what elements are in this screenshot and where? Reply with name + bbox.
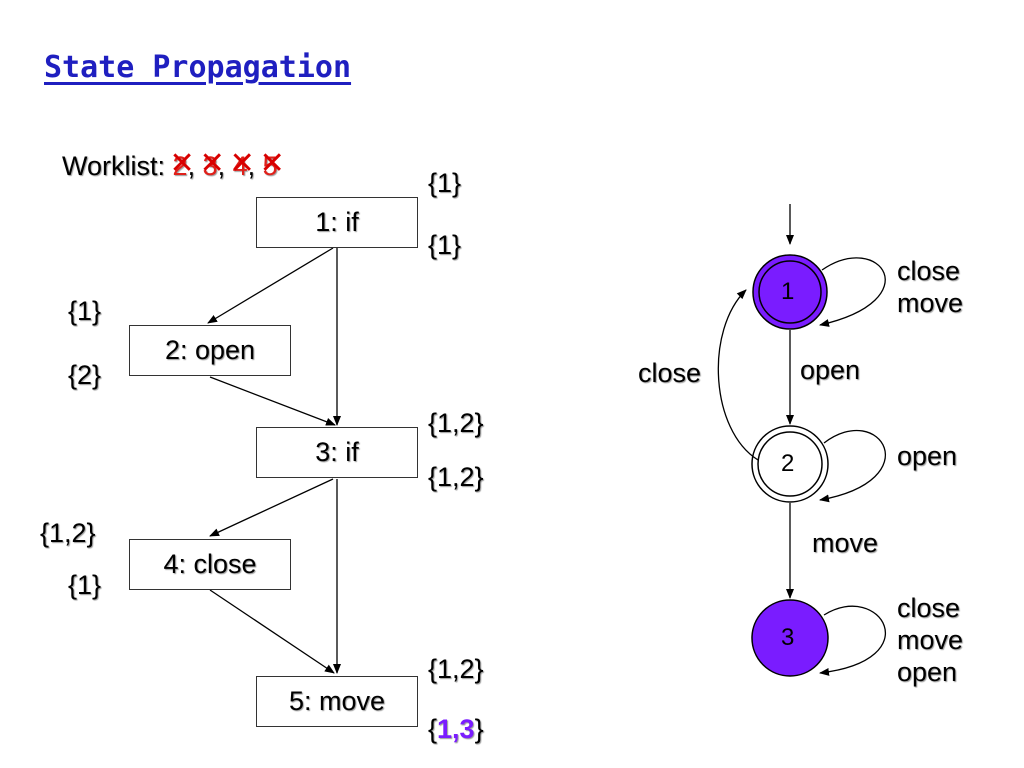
cfg-node-2: 2: open — [129, 325, 291, 376]
cfg-node-4-out: {1} — [68, 570, 102, 600]
fsm-loop-1 — [819, 257, 886, 327]
fsm-loop-3-label-open: open — [897, 657, 958, 687]
cross-out-icon: ✕ — [259, 147, 285, 180]
fsm-state-3 — [751, 599, 829, 677]
worklist-item-4: 4✕ — [229, 147, 255, 181]
cfg-node-3-in: {1,2} — [428, 408, 484, 438]
cfg-node-4-in: {1,2} — [40, 518, 96, 548]
worklist-item-2: 2✕ — [169, 147, 195, 181]
worklist-item-5: 5✕ — [259, 147, 285, 181]
cfg-node-3: 3: if — [256, 427, 418, 478]
cfg-node-1: 1: if — [256, 197, 418, 248]
cfg-node-5: 5: move — [256, 676, 418, 727]
highlighted-state-set: 1,3 — [437, 714, 475, 744]
fsm-edge-1-2-label: open — [800, 355, 861, 385]
fsm-state-3-label: 3 — [781, 624, 795, 651]
cfg-edge-4-5 — [209, 589, 335, 674]
cfg-edge-2-3 — [209, 376, 336, 426]
fsm-loop-2-label-open: open — [897, 441, 958, 471]
fsm-edge-2-3-label: move — [812, 528, 879, 558]
cfg-node-5-out: {1,3} — [428, 714, 484, 744]
fsm-loop-2 — [819, 430, 886, 503]
cfg-edge-3-4 — [209, 478, 334, 537]
cfg-node-3-out: {1,2} — [428, 462, 484, 492]
cfg-node-4: 4: close — [129, 539, 291, 590]
cross-out-icon: ✕ — [199, 147, 225, 180]
fsm-edge-2-1-label: close — [638, 358, 702, 388]
cfg-node-5-in: {1,2} — [428, 654, 484, 684]
worklist: Worklist: 2✕, 3✕, 4✕, 5✕ — [62, 147, 285, 181]
fsm-state-1-label: 1 — [781, 278, 795, 305]
fsm-loop-1-label-move: move — [897, 288, 964, 318]
cfg-node-1-out: {1} — [428, 230, 462, 260]
cfg-node-2-in: {1} — [68, 296, 102, 326]
fsm-state-2-label: 2 — [781, 450, 795, 477]
fsm-loop-3-label-close: close — [897, 593, 961, 623]
cfg-node-2-out: {2} — [68, 360, 102, 390]
fsm-state-2-inner — [757, 431, 823, 497]
cross-out-icon: ✕ — [229, 147, 255, 180]
cross-out-icon: ✕ — [169, 147, 195, 180]
cfg-node-1-in: {1} — [428, 168, 462, 198]
worklist-label: Worklist: — [62, 151, 166, 181]
page-title: State Propagation — [44, 50, 352, 85]
fsm-loop-3-label-move: move — [897, 625, 964, 655]
cfg-edge-1-2 — [207, 247, 334, 324]
fsm-loop-3 — [819, 605, 886, 676]
fsm-loop-1-label-close: close — [897, 256, 961, 286]
fsm-state-1-inner — [758, 260, 822, 324]
worklist-item-3: 3✕ — [199, 147, 225, 181]
fsm-edge-2-1 — [717, 289, 759, 461]
